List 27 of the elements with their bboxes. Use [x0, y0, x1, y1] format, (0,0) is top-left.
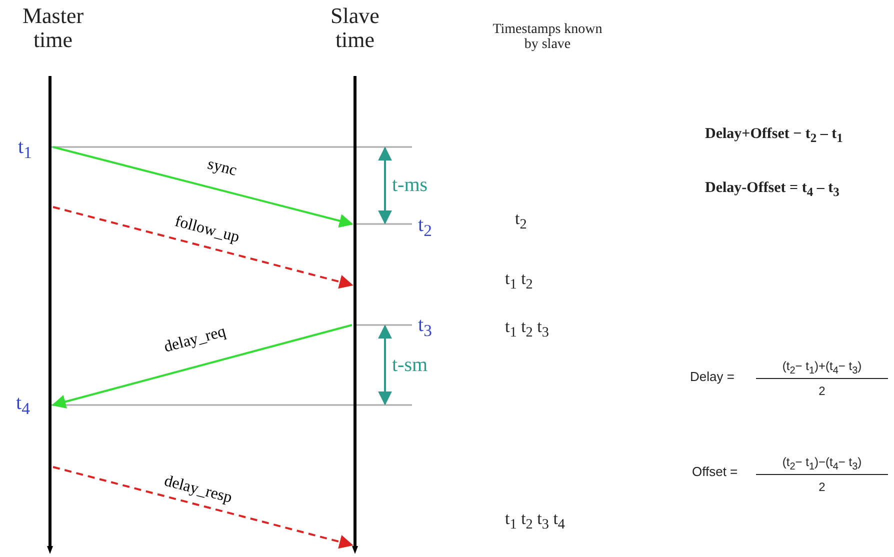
message-arrow [52, 146, 354, 228]
formula: Delay+Offset − t$_{2}$ – t$_{1}$ [705, 126, 843, 146]
formula: Delay = [690, 370, 734, 384]
timeline-axis [47, 76, 53, 554]
formula: 2 [818, 481, 826, 494]
time-label: t-sm [392, 354, 428, 376]
formula: 2 [818, 385, 826, 398]
timeline-axis [352, 76, 358, 554]
timestamp-list: t$_{2}$ [515, 210, 527, 233]
timestamp-list: t$_{1}$ t$_{2}$ [505, 270, 533, 293]
time-label: t-ms [392, 174, 428, 196]
formula: Offset = [692, 465, 738, 480]
fraction-numerator: (t$_{2}$− t$_{1}$)−(t$_{4}$− t$_{3}$) [756, 456, 888, 476]
heading: Slave time [330, 4, 380, 52]
heading: Master time [21, 4, 85, 52]
heading: Timestamps known by slave [492, 22, 604, 53]
message-arrow [52, 206, 354, 289]
timestamp-list: t$_{1}$ t$_{2}$ t$_{3}$ [505, 318, 549, 341]
timestamp-list: t$_{1}$ t$_{2}$ t$_{3}$ t$_{4}$ [505, 510, 565, 533]
time-label: t$_{4}$ [16, 392, 30, 418]
fraction-numerator: (t$_{2}$− t$_{1}$)+(t$_{4}$− t$_{3}$) [756, 360, 888, 380]
time-label: t$_{2}$ [418, 214, 432, 240]
message-arrow [52, 466, 354, 549]
message-arrow [52, 324, 352, 408]
formula: Delay-Offset = t$_{4}$ – t$_{3}$ [705, 180, 840, 200]
time-label: t$_{3}$ [418, 314, 432, 340]
time-label: t$_{1}$ [18, 136, 32, 162]
